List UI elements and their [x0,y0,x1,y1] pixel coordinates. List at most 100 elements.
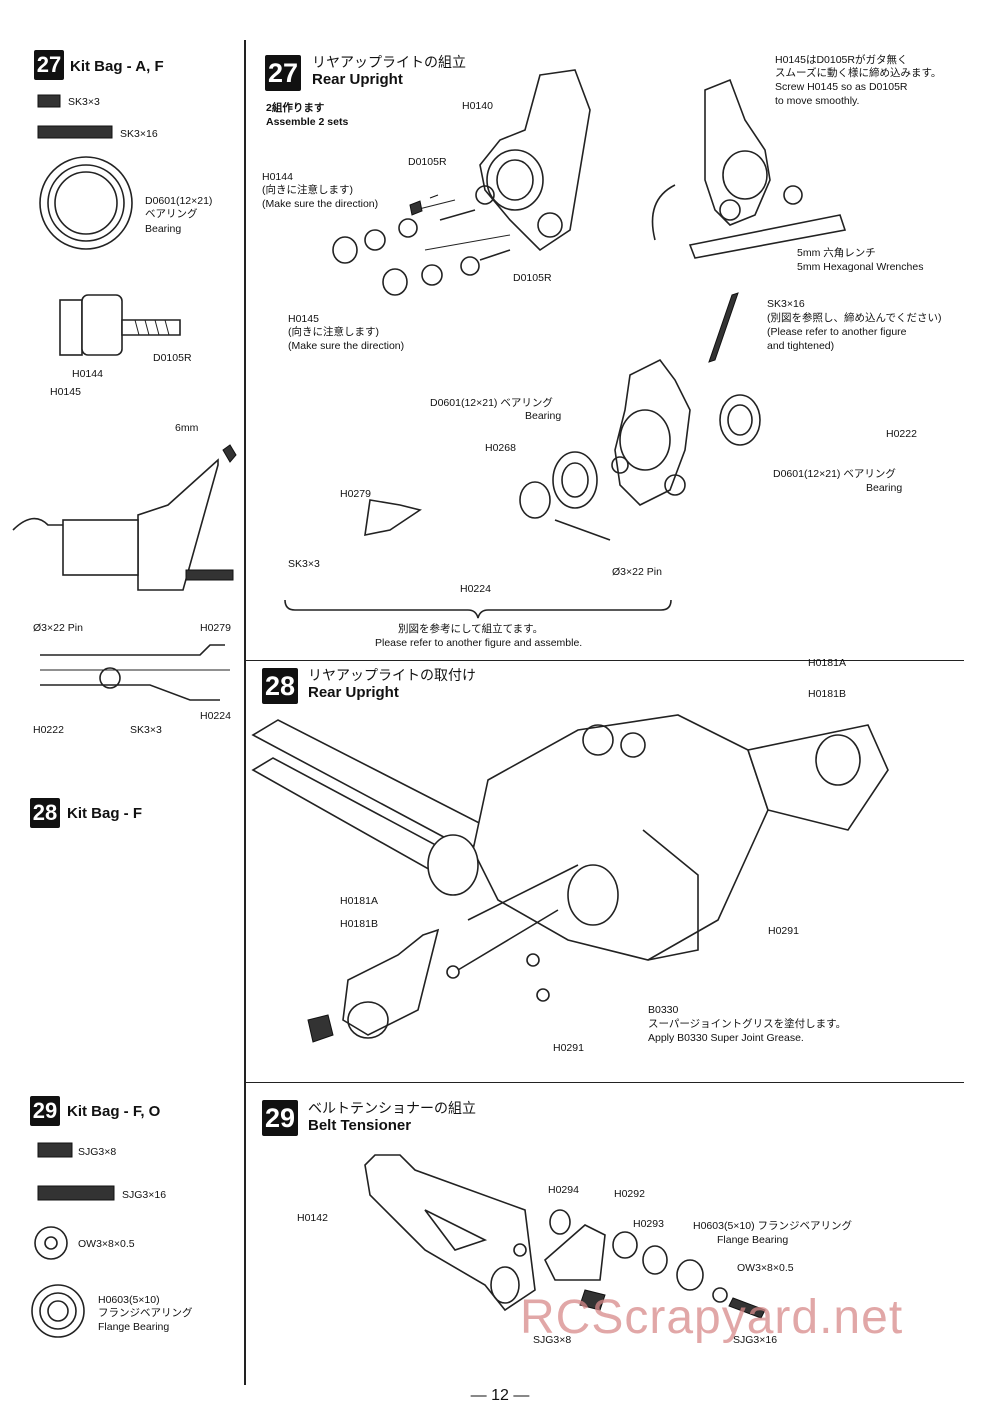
pin-label-h0224: H0224 [200,710,231,722]
kit29-part-sjg3x16: SJG3×16 [122,1189,167,1201]
label-wrench-jp: 5mm 六角レンチ [797,247,876,259]
kit29-part-ow: OW3×8×0.5 [78,1238,135,1250]
pin-label-pin: Ø3×22 Pin [33,622,83,634]
note-jp-1: H0145はD0105Rがガタ無く [775,54,908,66]
bearing-icon [39,156,133,250]
label-d0105r-a: D0105R [408,156,447,168]
washer-icon [34,1226,68,1260]
upright-side-view-drawing [12,444,237,591]
kit27-number-badge: 27 [34,50,64,80]
label-h0145: H0145 [288,313,319,325]
note-jp-2: スムーズに動く様に締め込みます。 [775,67,942,79]
detail-label-d0105r: D0105R [153,352,192,364]
label-sk3x16-en1: (Please refer to another figure [767,326,907,338]
label-h0144: H0144 [262,171,293,183]
label-grease-jp: スーパージョイントグリスを塗付します。 [648,1018,847,1030]
label-sk3x16-jp: (別図を参照し、締め込んでください) [767,312,942,324]
step27-title-jp: リヤアップライトの組立 [312,54,466,70]
step28-title-en: Rear Upright [308,684,399,701]
kit28-title: Kit Bag - F [67,805,142,822]
label-h0142: H0142 [297,1212,328,1224]
label-grease-en: Apply B0330 Super Joint Grease. [648,1032,804,1044]
label-h0181a-left: H0181A [340,895,378,907]
label-d0105r-b: D0105R [513,272,552,284]
kit29-part-sjg3x8: SJG3×8 [78,1146,117,1158]
label-ref-jp: 別図を参考にして組立てます。 [398,623,544,635]
label-ref-en: Please refer to another figure and assem… [375,637,583,649]
step28-top-rule [244,660,964,661]
step27-assemble-jp: 2組作ります [266,102,325,114]
kit29-part-h0603: H0603(5×10) [98,1294,160,1306]
label-sk3x16-en2: and tightened) [767,340,835,352]
label-wrench-en: 5mm Hexagonal Wrenches [797,261,924,273]
label-h0279: H0279 [340,488,371,500]
label-h0181a-right: H0181A [808,657,846,669]
label-h0292: H0292 [614,1188,645,1200]
label-bearing-a: Bearing [525,410,562,422]
note-en-1: Screw H0145 so as D0105R [775,81,908,93]
pin-detail-drawing [40,644,230,701]
step28-title-jp: リヤアップライトの取付け [308,667,476,683]
kit27-part-d0601: D0601(12×21) [145,195,213,207]
label-h0181b-left: H0181B [340,918,378,930]
label-h0144-en: (Make sure the direction) [262,198,379,210]
step27-assemble-en: Assemble 2 sets [266,116,349,128]
label-h0268: H0268 [485,442,516,454]
kit27-part-bearing-jp: ベアリング [145,208,198,220]
label-ow: OW3×8×0.5 [737,1262,794,1274]
step28-chassis-drawing [251,714,889,1043]
step29-belt-tensioner-drawing [364,1154,766,1319]
step29-title-en: Belt Tensioner [308,1117,412,1134]
step28-number-badge: 28 [262,668,298,704]
flange-bearing-icon [31,1284,85,1338]
label-h0181b-right: H0181B [808,688,846,700]
label-h0293: H0293 [633,1218,664,1230]
step27-bearing-assembly-drawing [364,292,761,541]
label-sjg3x8: SJG3×8 [533,1334,572,1346]
ball-stud-detail-drawing [59,294,181,356]
kit29-number-badge: 29 [30,1096,60,1126]
kit27-title: Kit Bag - A, F [70,58,164,75]
sjg3x16-screw-icon [37,1185,115,1201]
kit27-part-bearing-en: Bearing [145,223,182,235]
label-h0222: H0222 [886,428,917,440]
sk3x16-screw-icon [37,125,113,139]
step27-title-en: Rear Upright [312,71,403,88]
label-d0601-b: D0601(12×21) ベアリング [773,468,896,480]
label-sjg3x16: SJG3×16 [733,1334,778,1346]
kit29-part-flange-en: Flange Bearing [98,1321,170,1333]
label-h0144-jp: (向きに注意します) [262,184,353,196]
step27-number-badge: 27 [265,55,301,91]
kit27-part-sk3x3: SK3×3 [68,96,100,108]
detail-label-h0145: H0145 [50,386,81,398]
label-h0603: H0603(5×10) フランジベアリング [693,1220,853,1232]
label-h0145-jp: (向きに注意します) [288,326,379,338]
kit27-part-sk3x16: SK3×16 [120,128,158,140]
label-h0140: H0140 [462,100,493,112]
label-h0145-en: (Make sure the direction) [288,340,405,352]
kit28-number-badge: 28 [30,798,60,828]
page-number: — 12 — [470,1387,530,1404]
step29-title-jp: ベルトテンショナーの組立 [308,1100,476,1116]
detail-label-6mm: 6mm [175,422,199,434]
section-divider-vertical [244,40,246,1385]
label-h0291-right: H0291 [768,925,799,937]
label-sk3x16: SK3×16 [767,298,805,310]
step29-number-badge: 29 [262,1100,298,1136]
sk3x3-screw-icon [37,94,61,108]
label-sk3x3: SK3×3 [288,558,320,570]
label-h0294: H0294 [548,1184,579,1196]
label-pin: Ø3×22 Pin [612,566,662,578]
pin-label-sk3x3: SK3×3 [130,724,162,736]
label-h0224: H0224 [460,583,491,595]
label-h0291-left: H0291 [553,1042,584,1054]
kit29-title: Kit Bag - F, O [67,1103,161,1120]
label-b0330: B0330 [648,1004,679,1016]
label-bearing-b: Bearing [866,482,903,494]
wrench-adjustment-drawing [651,78,847,259]
kit29-part-flange-jp: フランジベアリング [98,1307,193,1319]
label-d0601-a: D0601(12×21) ベアリング [430,397,553,409]
pin-label-h0222: H0222 [33,724,64,736]
step27-exploded-upright-drawing [332,69,591,296]
sjg3x8-screw-icon [37,1142,73,1158]
